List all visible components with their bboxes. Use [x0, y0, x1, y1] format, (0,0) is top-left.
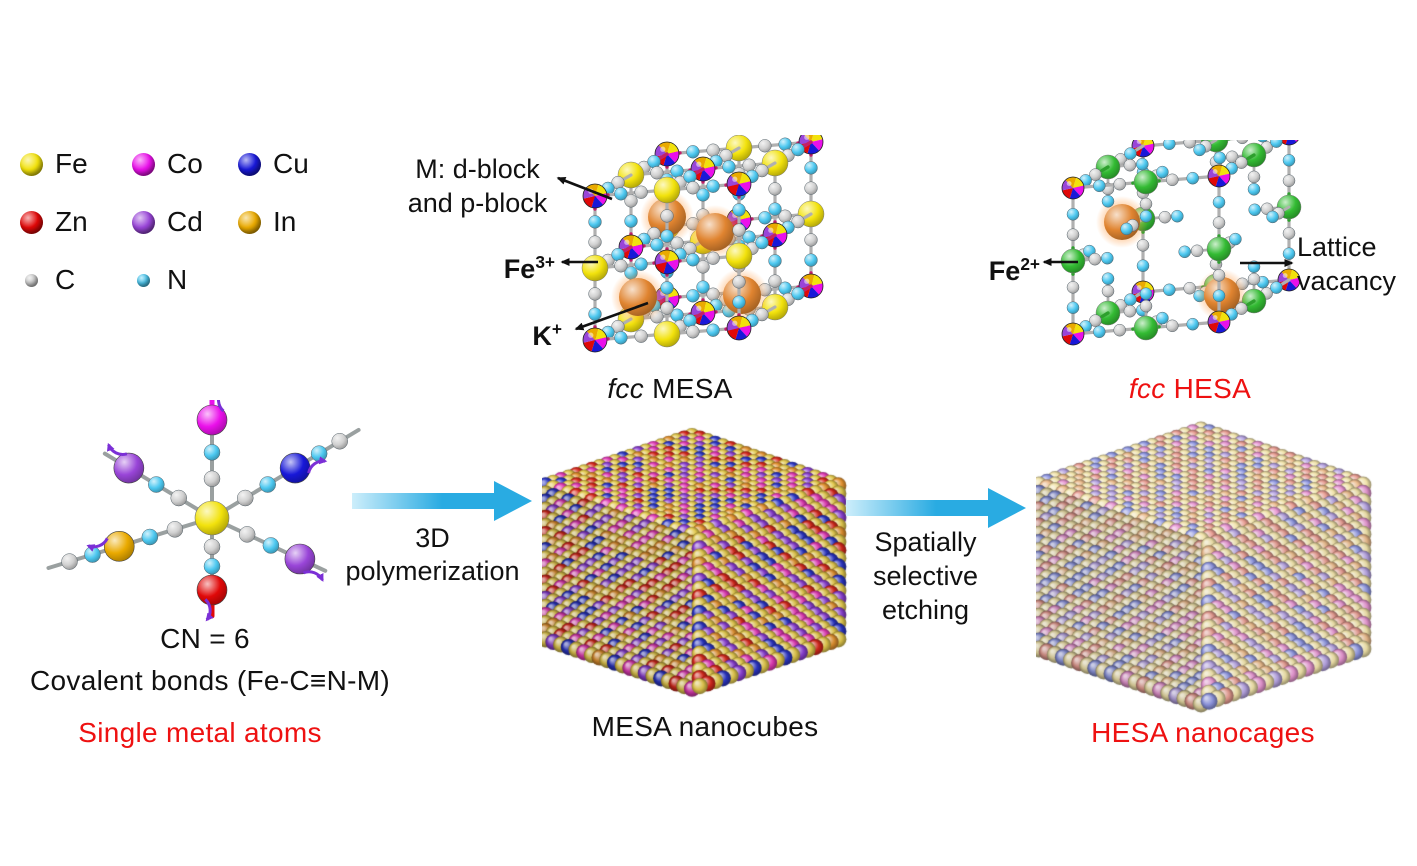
legend-item-c: C — [20, 264, 75, 296]
legend-item-cu: Cu — [238, 148, 309, 180]
legend-item-fe: Fe — [20, 148, 88, 180]
hesa-nanocages-caption: HESA nanocages — [1091, 717, 1315, 748]
single-metal-atoms-label: Single metal atoms — [78, 717, 322, 748]
mesa-nanocubes-caption: MESA nanocubes — [591, 711, 819, 742]
legend-item-n: N — [132, 264, 187, 296]
mesa-nanocube-render — [542, 424, 852, 710]
etching-arrow-icon — [846, 488, 1026, 528]
cn-label: CN = 6 — [160, 623, 250, 654]
hesa-lattice-caption: fcc HESA — [1128, 373, 1252, 404]
mesa-lattice-caption: fcc MESA — [607, 373, 733, 404]
lattice-vacancy-label: Lattice vacancy — [1297, 232, 1397, 296]
cd-atom-icon — [132, 210, 155, 234]
legend-label: Cd — [167, 206, 203, 237]
single-metal-atom-molecule — [46, 400, 361, 622]
legend-label: In — [273, 206, 297, 237]
m-block-label: M: d-block and p-block — [407, 154, 548, 218]
fe3-label: Fe3+ — [503, 252, 555, 284]
hesa-nanocage-render — [1036, 418, 1376, 716]
legend-item-zn: Zn — [20, 206, 88, 238]
legend-label: Fe — [55, 148, 88, 179]
fcc-mesa-lattice — [581, 135, 825, 353]
legend-label: Co — [167, 148, 203, 179]
legend-label: C — [55, 264, 76, 295]
legend-item-co: Co — [132, 148, 203, 180]
n-atom-icon — [137, 273, 150, 287]
covalent-bonds-label: Covalent bonds (Fe-C≡N-M) — [30, 665, 390, 696]
legend-label: Zn — [55, 206, 88, 237]
legend-item-in: In — [238, 206, 296, 238]
zn-atom-icon — [20, 210, 43, 234]
cu-atom-icon — [238, 152, 261, 176]
c-atom-icon — [25, 273, 38, 287]
legend-label: Cu — [273, 148, 309, 179]
fe2-label: Fe2+ — [988, 254, 1040, 286]
step2-label: Spatially selective etching — [872, 527, 979, 625]
step1-label: 3D polymerization — [345, 523, 520, 586]
k-label: K+ — [532, 319, 562, 351]
co-atom-icon — [132, 152, 155, 176]
in-atom-icon — [238, 210, 261, 234]
legend-label: N — [167, 264, 188, 295]
fe-atom-icon — [20, 152, 43, 176]
legend-item-cd: Cd — [132, 206, 203, 238]
